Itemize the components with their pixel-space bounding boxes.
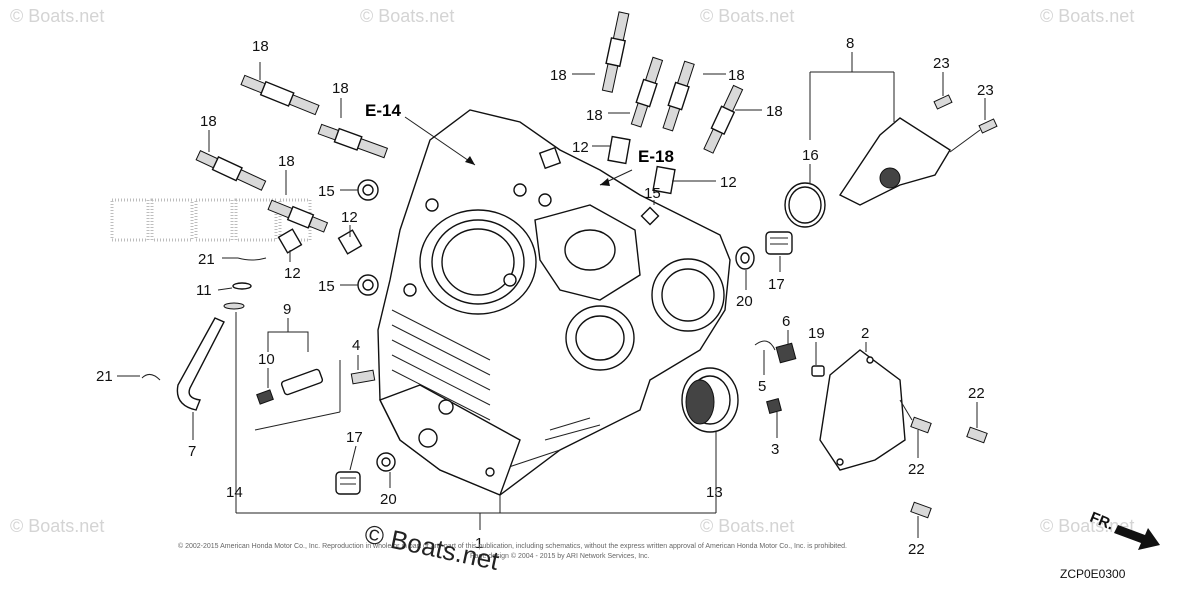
oil-switch [254,360,341,431]
copyright-notice-2: Page design © 2004 - 2015 by ARI Network… [470,552,650,560]
honda-logo-watermark [110,198,312,242]
callout-2: 2 [861,325,869,342]
callout-13: 13 [706,484,723,501]
callout-9: 9 [283,301,291,318]
callout-17: 17 [768,276,785,293]
callout-18: 18 [252,38,269,55]
copyright-notice: © 2002-2015 American Honda Motor Co., In… [178,542,847,550]
callout-15: 15 [644,185,661,202]
callout-18: 18 [278,153,295,170]
clip-11 [232,282,252,290]
crankcase-body [377,109,731,496]
callout-5: 5 [758,378,766,395]
watermark: © Boats.net [700,516,794,536]
dowel-pins [277,135,676,255]
watermark: © Boats.net [10,516,104,536]
callout-10: 10 [258,351,275,368]
drain-plugs [335,231,793,495]
callout-23: 23 [933,55,950,72]
callout-23: 23 [977,82,994,99]
callout-12: 12 [284,265,301,282]
callout-21: 21 [198,251,215,268]
reference-label-e18[interactable]: E-18 [638,147,674,166]
watermark-large: © Boats.net [362,518,502,576]
callout-12: 12 [720,174,737,191]
callout-3: 3 [771,441,779,458]
callout-18: 18 [332,80,349,97]
callout-18: 18 [550,67,567,84]
breather-tube [176,317,225,411]
callout-21: 21 [96,368,113,385]
callout-11: 11 [196,282,212,299]
bolt-4 [350,369,376,385]
callout-18: 18 [586,107,603,124]
callout-17: 17 [346,429,363,446]
side-cover [754,340,988,519]
watermark: © Boats.net [700,6,794,26]
callout-1: 1 [475,535,483,552]
callout-15: 15 [318,183,335,200]
clip-14 [223,302,245,310]
callout-18: 18 [728,67,745,84]
watermark: © Boats.net [1040,516,1134,536]
clips [141,257,267,381]
callout-14: 14 [226,484,243,501]
cover-assembly [784,94,998,228]
callout-8: 8 [846,35,854,52]
callout-20: 20 [380,491,397,508]
callout-22: 22 [908,541,925,558]
reference-label-e14[interactable]: E-14 [365,101,401,120]
callout-18: 18 [766,103,783,120]
callout-12: 12 [572,139,589,156]
callout-12: 12 [341,209,358,226]
watermark: © Boats.net [10,6,104,26]
callout-22: 22 [968,385,985,402]
callout-4: 4 [352,337,360,354]
callout-20: 20 [736,293,753,310]
callout-7: 7 [188,443,196,460]
callout-19: 19 [808,325,825,342]
stud-bolts [195,11,744,233]
watermark: © Boats.net [360,6,454,26]
callout-16: 16 [802,147,819,164]
callout-6: 6 [782,313,790,330]
watermark: © Boats.net [1040,6,1134,26]
front-arrow-icon [1114,525,1160,550]
oil-seals [357,179,755,472]
leader-lines [117,52,986,538]
callout-numbers: 18 18 18 18 18 18 18 18 12 12 12 12 15 1… [96,35,994,558]
callout-18: 18 [200,113,217,130]
callout-15: 15 [318,278,335,295]
callout-22: 22 [908,461,925,478]
diagram-code: ZCP0E0300 [1060,567,1126,581]
